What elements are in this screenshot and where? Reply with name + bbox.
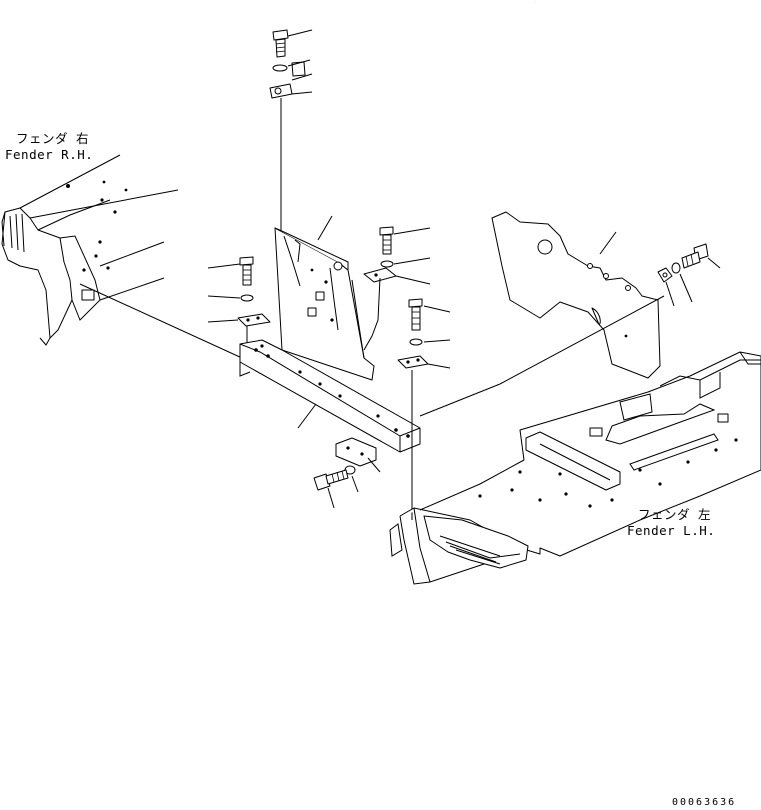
top-clamp [269, 83, 293, 99]
far-right-bolt [681, 243, 709, 269]
right-washer-1 [380, 260, 394, 268]
fender-cover [491, 211, 661, 379]
assembly-line-lh-2 [419, 383, 501, 417]
fender-lh [389, 351, 761, 585]
left-washer [240, 294, 254, 302]
top-bolt [272, 29, 289, 58]
hose [291, 0, 536, 77]
fender-lh-label-jp: フェンダ 左 [638, 507, 712, 522]
right-bracket-1 [363, 267, 397, 351]
left-bolt [239, 256, 254, 286]
top-washer [272, 64, 288, 72]
fender-lh-label-en: Fender L.H. [627, 523, 716, 538]
fender-rh-label-en: Fender R.H. [5, 147, 94, 162]
assembly-line-rh [79, 283, 243, 359]
right-washer-2 [409, 338, 423, 346]
right-plate-2 [397, 355, 429, 369]
bottom-bracket [335, 437, 377, 467]
center-panel [274, 227, 375, 381]
left-plate [237, 313, 271, 327]
right-bolt-1 [379, 226, 394, 255]
drawing-code: 00063636 [672, 797, 737, 808]
fender-rh-label-jp: フェンダ 右 [16, 131, 90, 146]
fender-rh [1, 154, 179, 346]
far-right-nut [657, 267, 673, 283]
bottom-bolt [313, 469, 349, 491]
main-beam [239, 339, 421, 453]
far-right-washer [671, 262, 681, 274]
right-bolt-2 [408, 298, 423, 331]
